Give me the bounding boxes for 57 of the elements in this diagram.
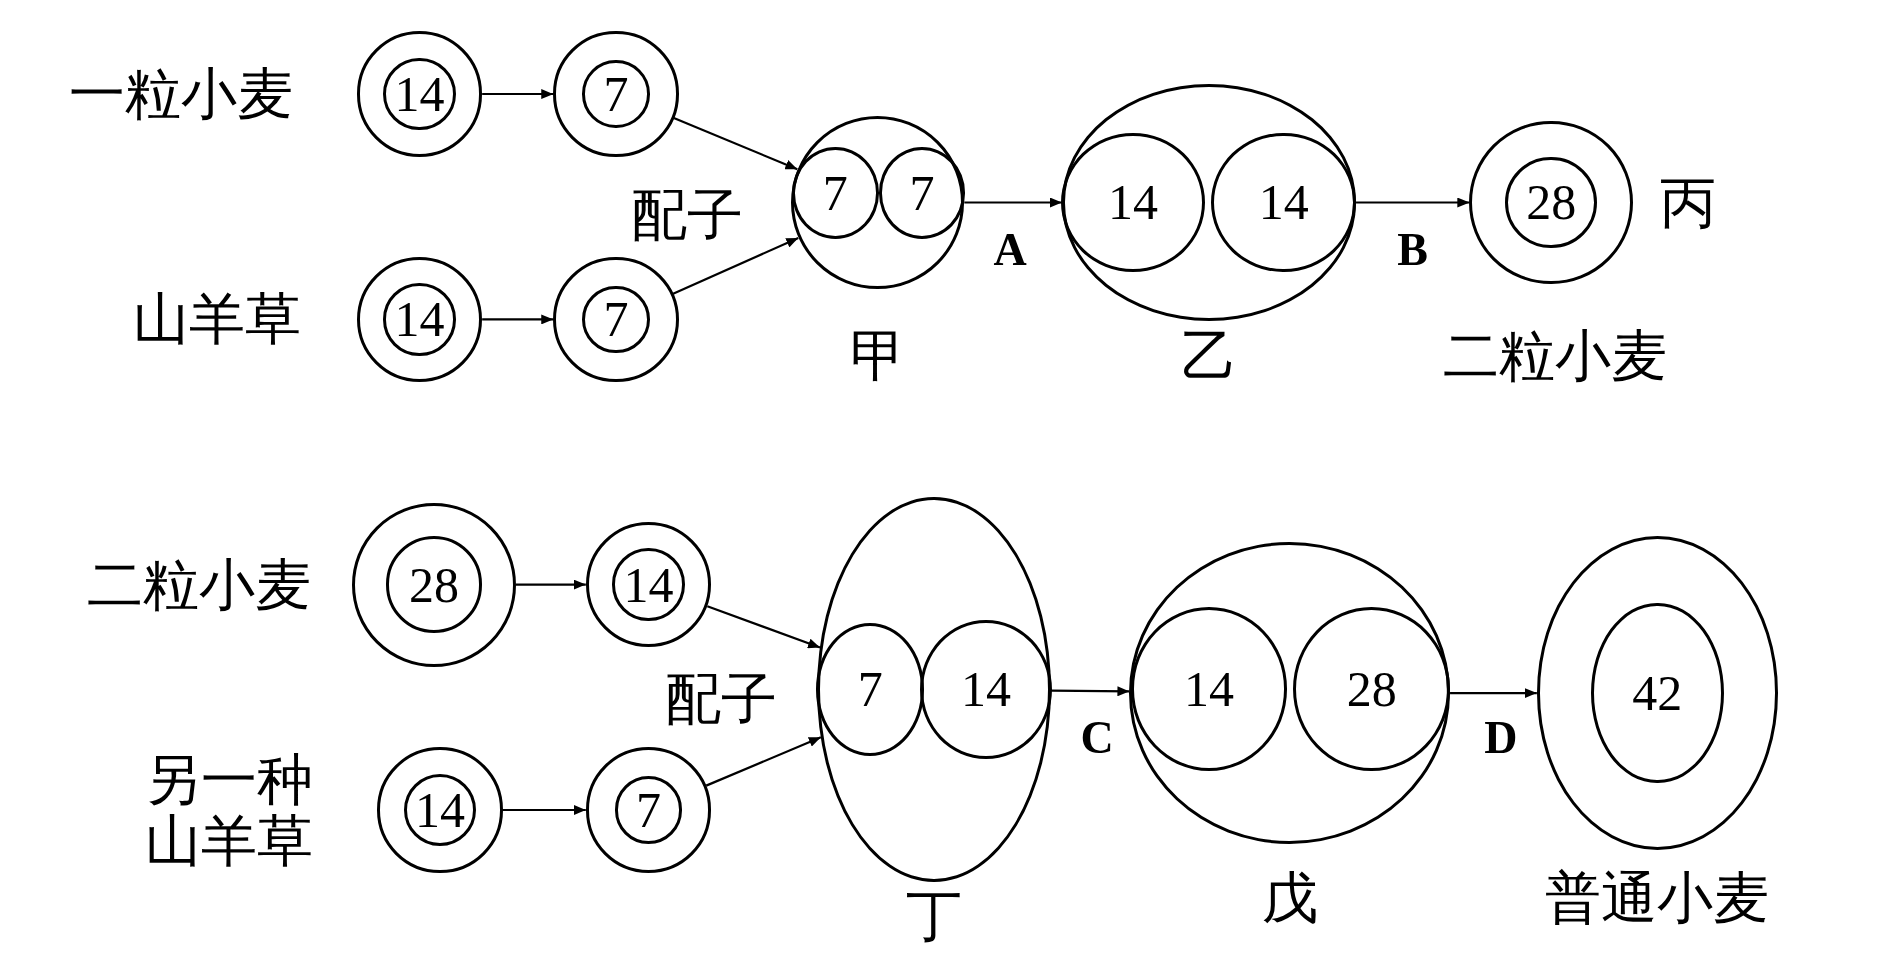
number-circle: 7 [816,623,925,756]
number-circle: 28 [1505,156,1598,249]
number-circle: 14 [383,283,456,356]
number-circle: 14 [383,57,456,131]
cell-circle [553,31,679,157]
species-label: 山羊草 [132,288,301,350]
number-circle: 14 [1060,132,1206,273]
cell-circle [553,256,679,383]
cell-circle [356,31,483,157]
number-circle: 14 [919,619,1053,760]
species-label: 戊 [1261,867,1318,929]
species-label: 丙 [1659,171,1716,234]
arrow [502,805,586,815]
number-circle: 14 [612,548,685,621]
cell-circle [790,115,965,290]
species-label: 乙 [1180,324,1237,387]
species-label: 普通小麦 [1545,867,1770,929]
gamete-label: 配子 [664,668,777,730]
arrow [482,89,554,99]
arrow [705,736,822,787]
species-label: 甲 [849,324,906,387]
number-circle: 28 [1293,607,1450,772]
arrow [1051,686,1130,697]
number-circle: 14 [403,773,477,847]
cell-circle [585,747,712,873]
number-circle: 14 [1211,132,1356,273]
number-circle: 7 [582,60,650,128]
cell-ellipse [1129,542,1451,844]
species-label: 另一种山羊草 [143,748,314,872]
arrow [672,236,799,295]
species-label: 一粒小麦 [68,63,293,125]
cell-ellipse [1536,536,1778,850]
arrow [964,197,1062,208]
arrow [515,579,586,590]
species-label: 二粒小麦 [1442,324,1667,387]
species-label: 二粒小麦 [86,553,311,616]
cell-circle [585,521,712,648]
cell-ellipse [1061,84,1356,321]
cell-ellipse [817,496,1052,883]
arrow [1356,197,1470,208]
number-circle: 14 [1130,607,1288,772]
number-circle: 7 [791,147,879,239]
arrow [482,314,554,325]
number-circle: 7 [582,285,650,354]
number-circle: 7 [878,147,966,239]
arrow [706,605,821,649]
arrow [673,117,798,171]
cell-circle [1469,120,1634,285]
number-circle: 7 [614,776,683,844]
arrow [1450,688,1537,699]
cell-circle [351,502,516,667]
cell-circle [356,256,483,383]
cell-circle [377,747,503,873]
number-circle: 42 [1591,602,1724,784]
species-label: 丁 [906,885,963,947]
gamete-label: 配子 [631,183,744,246]
number-circle: 28 [385,536,483,633]
